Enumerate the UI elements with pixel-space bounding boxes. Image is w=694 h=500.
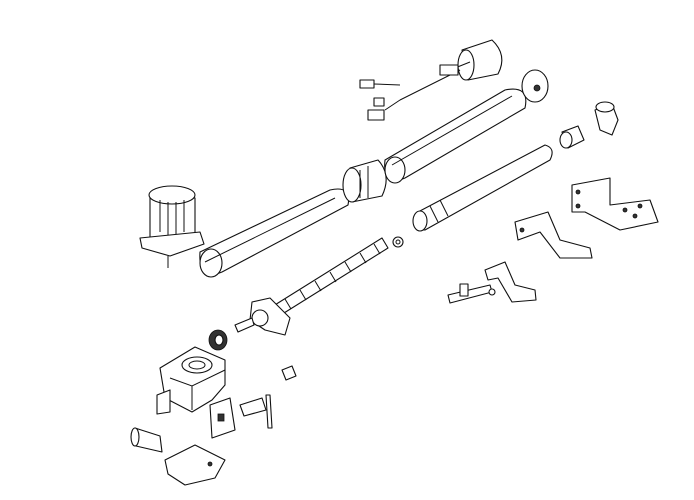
front-bracket bbox=[484, 261, 537, 303]
elbow-fitting bbox=[594, 101, 619, 136]
drive-gear bbox=[208, 329, 228, 351]
outer-tube-rear bbox=[384, 88, 527, 184]
outer-tube-front bbox=[199, 188, 350, 278]
gearbox-side-cover bbox=[209, 397, 236, 439]
rear-bracket-plate bbox=[571, 177, 659, 231]
inner-push-rod bbox=[412, 144, 553, 232]
worm-screw bbox=[269, 236, 404, 319]
screw-flange bbox=[234, 297, 291, 336]
rear-ring-with-cable bbox=[359, 39, 503, 121]
pivot-pin bbox=[447, 283, 496, 304]
release-key-shaft bbox=[239, 394, 273, 429]
gearbox-base-cover bbox=[164, 444, 226, 486]
set-screw bbox=[281, 365, 297, 381]
motor-cover bbox=[139, 185, 205, 268]
rear-bracket bbox=[514, 211, 593, 259]
cylinder-spacer bbox=[130, 427, 163, 453]
tube-coupling-ring bbox=[342, 159, 387, 203]
end-cap bbox=[521, 69, 549, 103]
small-fitting bbox=[559, 125, 585, 149]
bushing bbox=[156, 389, 171, 415]
